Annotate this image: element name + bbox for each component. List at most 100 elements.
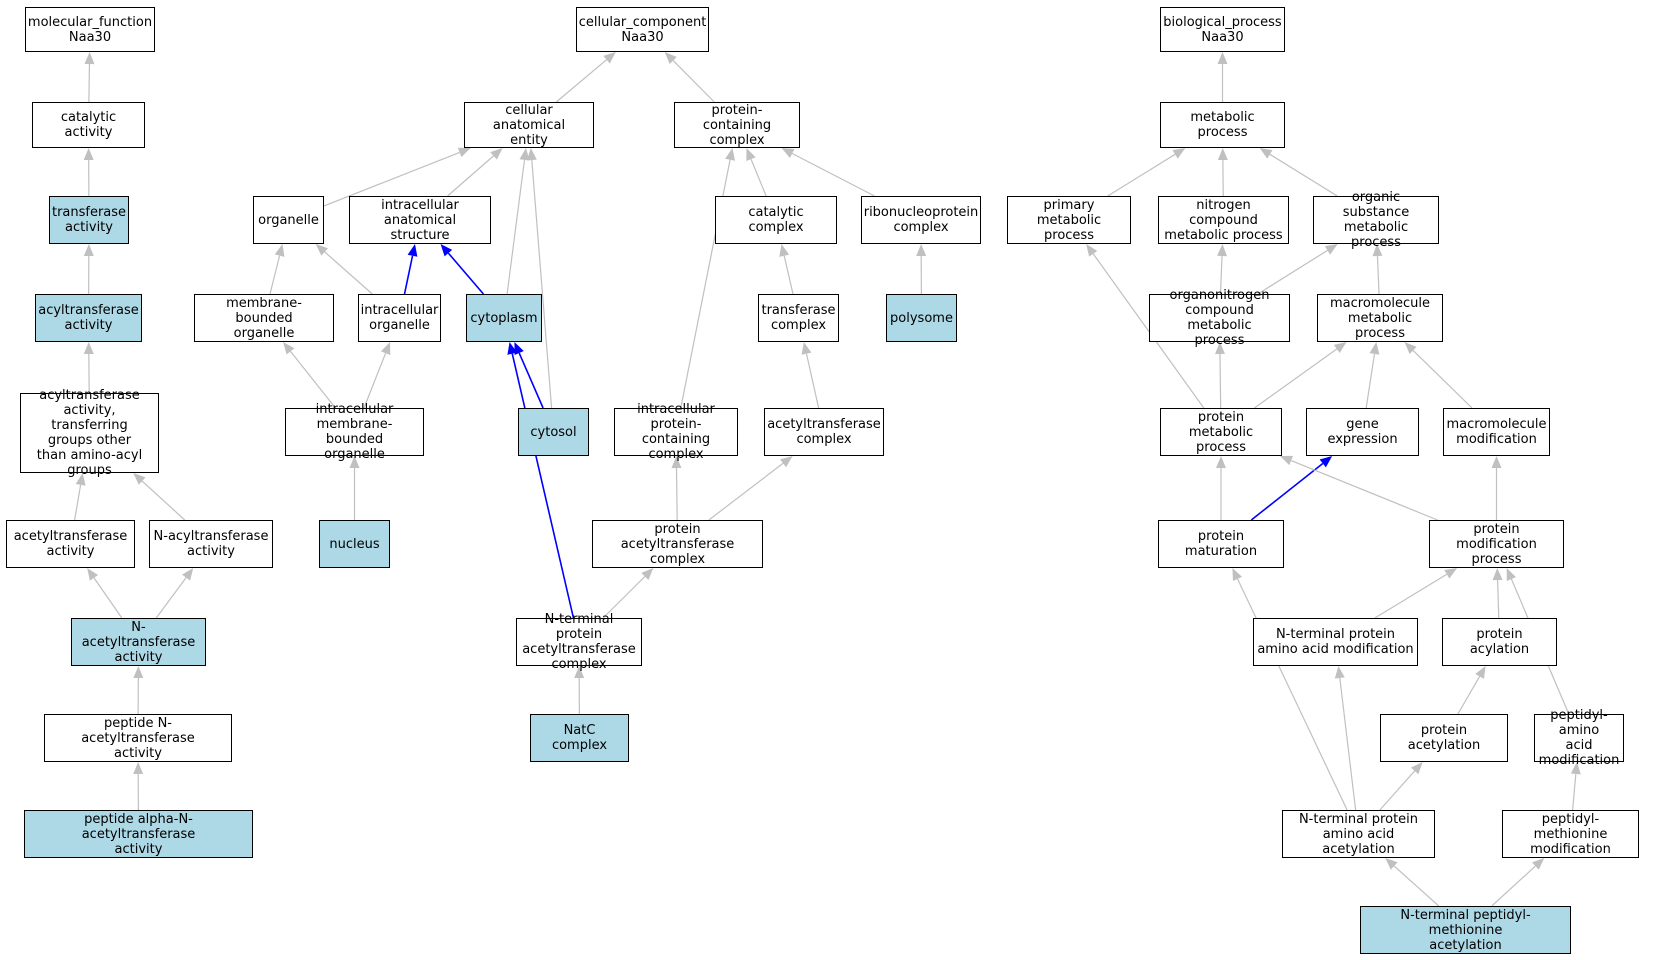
arrowhead: [514, 342, 524, 355]
go-term-ic-mem-organelle[interactable]: intracellular membrane-bounded organelle: [285, 402, 424, 462]
edge-prim-metab-to-metab: [1107, 153, 1176, 197]
arrowhead: [407, 244, 418, 257]
go-term-macro-mod[interactable]: macromolecule modification: [1443, 408, 1550, 456]
arrowhead: [1491, 456, 1502, 468]
go-term-acyltransf-act[interactable]: acyltransferase activity: [35, 294, 142, 342]
edge-ic-organelle-to-ic-anat: [403, 255, 414, 295]
edge-prot-acylation-to-prot-mod: [1497, 579, 1500, 619]
go-term-macro-metab[interactable]: macromolecule metabolic process: [1317, 294, 1443, 342]
go-term-transf-act[interactable]: transferase activity: [49, 196, 129, 244]
arrowhead: [1172, 148, 1186, 159]
arrowhead: [1372, 244, 1383, 257]
arrowhead: [315, 244, 328, 256]
go-term-mem-organelle[interactable]: membrane-bounded organelle: [194, 294, 334, 342]
go-term-cytoplasm[interactable]: cytoplasm: [466, 294, 542, 342]
edge-n-acetyltransf-act-to-acetyltransf-act: [93, 577, 123, 619]
arrowhead: [603, 52, 616, 64]
go-term-pep-n-acetyl-act[interactable]: peptide N-acetyltransferase activity: [44, 714, 232, 762]
go-term-prot-mod[interactable]: protein modification process: [1429, 520, 1564, 568]
go-term-cat-act[interactable]: catalytic activity: [32, 102, 145, 148]
go-term-natc[interactable]: NatC complex: [530, 714, 629, 762]
go-term-prot-matur[interactable]: protein maturation: [1158, 520, 1284, 568]
edge-macro-metab-to-org-sub-metab: [1376, 255, 1380, 295]
arrowhead: [490, 148, 503, 160]
go-term-metab[interactable]: metabolic process: [1160, 102, 1285, 148]
edge-nt-aa-acetyl-to-nt-aa-mod: [1339, 677, 1357, 811]
go-term-pep-alpha-act[interactable]: peptide alpha-N-acetyltransferase activi…: [24, 810, 253, 858]
go-term-nt-peptidyl-met[interactable]: N-terminal peptidyl-methionine acetylati…: [1360, 906, 1571, 954]
arrowhead: [274, 244, 285, 257]
edge-prot-acetylation-to-prot-acylation: [1457, 676, 1481, 715]
go-term-organonitro[interactable]: organonitrogen compound metabolic proces…: [1149, 288, 1290, 348]
arrowhead: [1570, 762, 1581, 775]
edge-org-sub-metab-to-metab: [1269, 153, 1338, 197]
go-term-cytosol[interactable]: cytosol: [518, 408, 589, 456]
edge-n-acyltransf-act-to-acyl-other: [141, 480, 186, 521]
go-term-nt-aa-acetyl[interactable]: N-terminal protein amino acid acetylatio…: [1282, 810, 1435, 858]
edge-prot-matur-to-gene-expr: [1250, 462, 1324, 521]
go-term-prot-acylation[interactable]: protein acylation: [1442, 618, 1557, 666]
go-term-polysome[interactable]: polysome: [886, 294, 957, 342]
go-term-prot-acetylation[interactable]: protein acetylation: [1380, 714, 1508, 762]
go-term-bp-root[interactable]: biological_process Naa30: [1160, 7, 1285, 52]
edge-prot-metab-to-organonitro: [1219, 353, 1222, 409]
go-term-gene-expr[interactable]: gene expression: [1306, 408, 1419, 456]
go-term-prot-complex[interactable]: protein-containing complex: [674, 102, 800, 148]
arrowhead: [916, 244, 927, 257]
edge-organonitro-to-nitro-metab: [1219, 255, 1223, 295]
edge-nt-prot-acetyl-complex-to-cytoplasm: [511, 353, 575, 619]
go-term-peptidyl-aa-mod[interactable]: peptidyl-amino acid modification: [1534, 708, 1624, 768]
go-term-n-acyltransf-act[interactable]: N-acyltransferase activity: [149, 520, 273, 568]
go-term-organelle[interactable]: organelle: [253, 196, 324, 244]
arrowhead: [1444, 568, 1458, 579]
go-term-ic-organelle[interactable]: intracellular organelle: [358, 294, 441, 342]
arrowhead: [1214, 342, 1225, 355]
arrowhead: [75, 473, 86, 486]
go-term-ic-anat[interactable]: intracellular anatomical structure: [349, 196, 491, 244]
go-term-cc-root[interactable]: cellular_component Naa30: [576, 7, 709, 52]
arrowhead: [1259, 148, 1273, 159]
arrowhead: [1532, 858, 1545, 870]
arrowhead: [1217, 52, 1228, 64]
edge-prot-complex-to-cc-root: [672, 60, 715, 103]
edge-organelle-to-cell-anat: [323, 151, 460, 207]
arrowhead: [283, 342, 295, 355]
arrowhead: [83, 342, 94, 355]
arrowhead: [133, 762, 144, 775]
go-term-rnp-complex[interactable]: ribonucleoprotein complex: [861, 196, 981, 244]
go-term-acyl-other[interactable]: acyltransferase activity, transferring g…: [20, 388, 159, 478]
go-term-prot-acetyl-complex[interactable]: protein acetyltransferase complex: [592, 520, 763, 568]
go-term-ic-prot-complex[interactable]: intracellular protein-containing complex: [614, 402, 738, 462]
arrowhead: [801, 342, 812, 355]
go-term-peptidyl-met-mod[interactable]: peptidyl-methionine modification: [1502, 810, 1639, 858]
arrowhead: [1216, 456, 1226, 468]
go-term-prot-metab[interactable]: protein metabolic process: [1160, 408, 1282, 456]
arrowhead: [133, 666, 144, 679]
edge-prot-acetyl-complex-to-acetyltransf-complex: [708, 462, 784, 521]
edge-ic-mem-organelle-to-mem-organelle: [290, 351, 336, 409]
arrowhead: [1217, 148, 1228, 161]
go-term-acetyltransf-complex[interactable]: acetyltransferase complex: [764, 408, 884, 456]
arrowhead: [1475, 666, 1486, 679]
go-term-nucleus[interactable]: nucleus: [319, 520, 390, 568]
arrowhead: [1369, 342, 1380, 355]
go-term-prim-metab[interactable]: primary metabolic process: [1007, 196, 1131, 244]
edge-nt-peptidyl-met-to-nt-aa-acetyl: [1393, 865, 1440, 907]
go-term-nt-aa-mod[interactable]: N-terminal protein amino acid modificati…: [1253, 618, 1418, 666]
arrowhead: [507, 342, 518, 355]
edge-cytosol-to-cytoplasm: [518, 352, 544, 409]
go-term-nt-prot-acetyl-complex[interactable]: N-terminal protein acetyltransferase com…: [516, 612, 642, 672]
go-term-org-sub-metab[interactable]: organic substance metabolic process: [1313, 190, 1439, 250]
edge-nt-aa-acetyl-to-prot-acetylation: [1379, 770, 1416, 811]
go-term-cell-anat[interactable]: cellular anatomical entity: [464, 102, 594, 148]
edge-rnp-complex-to-prot-complex: [791, 152, 875, 197]
go-term-mf-root[interactable]: molecular_function Naa30: [25, 7, 155, 52]
go-term-nitro-metab[interactable]: nitrogen compound metabolic process: [1158, 196, 1289, 244]
go-term-n-acetyltransf-act[interactable]: N-acetyltransferase activity: [71, 618, 206, 666]
go-term-transf-complex[interactable]: transferase complex: [758, 294, 839, 342]
go-term-acetyltransf-act[interactable]: acetyltransferase activity: [6, 520, 135, 568]
arrowhead: [746, 148, 756, 161]
edge-cytoplasm-to-ic-anat: [447, 252, 485, 295]
go-term-cat-complex[interactable]: catalytic complex: [715, 196, 837, 244]
arrowhead: [1319, 456, 1333, 468]
